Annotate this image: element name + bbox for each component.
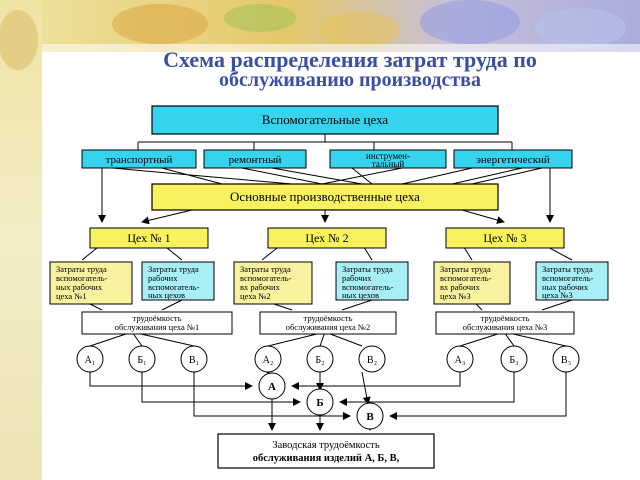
sidebar-decoration [0, 0, 42, 480]
aux-cost-3-line-3: ных рабочих [542, 282, 589, 292]
labor-distribution-diagram: Вспомогательные цеха транспортный ремонт… [49, 105, 609, 469]
shop-label-2: Цех № 2 [305, 231, 348, 245]
service-label-energy: энергетический [476, 154, 550, 166]
circle-b1 [128, 345, 156, 373]
small-circles [76, 345, 580, 373]
shop-label-3: Цех № 3 [483, 231, 526, 245]
circle-v2 [358, 345, 386, 373]
aux-cost-3-line-2: вспомогатель- [542, 273, 594, 283]
connectors [81, 134, 573, 431]
label-v2: В₂ [367, 355, 377, 366]
aux-cost-1-line-2: рабочих [148, 273, 178, 283]
workers-cost-2-line-3: вх рабочих [240, 282, 281, 292]
shop-box-3: Цех № 3 [445, 227, 565, 249]
main-shops-box: Основные производственные цеха [151, 183, 499, 211]
workers-cost-2-line-1: Затраты труда [240, 264, 291, 274]
aux-cost-3-line-1: Затраты труда [542, 264, 593, 274]
labor-box-1: трудоёмкость обслуживания цеха №1 [81, 311, 233, 335]
title-line-1: Схема распределения затрат труда по [163, 47, 537, 72]
workers-cost-1-line-3: ных рабочих [56, 282, 103, 292]
labor-1-line-1: трудоёмкость [133, 313, 182, 323]
label-a3: А₃ [455, 355, 466, 366]
aux-cost-2-line-2: рабочих [342, 273, 372, 283]
label-a2: А₂ [263, 355, 274, 366]
labor-3-line-1: трудоёмкость [481, 313, 530, 323]
shop-box-1: Цех № 1 [89, 227, 209, 249]
workers-cost-3-line-3: вх рабочих [440, 282, 481, 292]
service-label-repair: ремонтный [229, 154, 282, 166]
shop-box-2: Цех № 2 [267, 227, 387, 249]
product-label-v: В [366, 411, 374, 423]
circle-a3 [446, 345, 474, 373]
service-label-tool-1: инструмен- [366, 151, 410, 161]
service-box-transport: транспортный [81, 149, 197, 169]
workers-cost-box-2: Затраты труда вспомогатель- вх рабочих ц… [233, 261, 313, 305]
workers-cost-2-line-2: вспомогатель- [240, 273, 292, 283]
slide-title: Схема распределения затрат труда по обсл… [100, 47, 600, 91]
banner-art [0, 0, 640, 52]
workers-cost-3-line-2: вспомогатель- [440, 273, 492, 283]
workers-cost-1-line-1: Затраты труда [56, 264, 107, 274]
workers-cost-2-line-4: цеха №2 [240, 291, 271, 301]
circle-v3 [552, 345, 580, 373]
label-b1: Б₁ [137, 355, 146, 366]
label-v3: В₃ [561, 355, 571, 366]
circle-b2 [306, 345, 334, 373]
workers-cost-box-1: Затраты труда вспомогатель- ных рабочих … [49, 261, 133, 305]
aux-cost-2-line-3: вспомогатель- [342, 282, 394, 292]
label-a1: А₁ [85, 355, 96, 366]
label-b2: Б₂ [315, 355, 324, 366]
product-circle-a: А [258, 372, 286, 400]
product-circle-b: Б [306, 388, 334, 416]
main-shops-label: Основные производственные цеха [230, 189, 420, 204]
labor-2-line-1: трудоёмкость [304, 313, 353, 323]
product-label-b: Б [316, 397, 323, 409]
labor-box-3: трудоёмкость обслуживания цеха №3 [435, 311, 575, 335]
workers-cost-1-line-2: вспомогатель- [56, 273, 108, 283]
small-circle-labels: А₁ Б₁ В₁ А₂ Б₂ В₂ А₃ Б₃ В₃ [85, 355, 571, 366]
service-box-energy: энергетический [453, 149, 573, 169]
service-label-transport: транспортный [106, 154, 173, 166]
workers-cost-box-3: Затраты труда вспомогатель- вх рабочих ц… [433, 261, 511, 305]
aux-shops-box: Вспомогательные цеха [151, 105, 499, 135]
workers-cost-1-line-4: цеха №1 [56, 291, 87, 301]
factory-line-1: Заводская трудоёмкость [272, 440, 379, 451]
product-label-a: А [268, 381, 276, 393]
sidebar-art [0, 0, 42, 480]
factory-line-2: обслуживания изделий А, Б, В, [253, 453, 400, 464]
service-box-repair: ремонтный [203, 149, 307, 169]
labor-1-line-2: обслуживания цеха №1 [115, 322, 200, 332]
circle-v1 [180, 345, 208, 373]
circle-a2 [254, 345, 282, 373]
labor-3-line-2: обслуживания цеха №3 [463, 322, 548, 332]
header-banner [0, 0, 640, 52]
label-v1: В₁ [189, 355, 199, 366]
aux-cost-box-3: Затраты труда вспомогатель- ных рабочих … [535, 261, 609, 301]
service-label-tool-2: тальный [372, 159, 405, 169]
shop-label-1: Цех № 1 [127, 231, 170, 245]
title-line-2: обслуживанию производства [219, 69, 481, 91]
workers-cost-3-line-4: цеха №3 [440, 291, 471, 301]
aux-cost-2-line-1: Затраты труда [342, 264, 393, 274]
aux-cost-1-line-3: вспомогатель- [148, 282, 200, 292]
aux-cost-3-line-4: цеха №3 [542, 290, 573, 300]
workers-cost-3-line-1: Затраты труда [440, 264, 491, 274]
factory-labor-box: Заводская трудоёмкость обслуживания изде… [217, 433, 435, 469]
aux-cost-box-2: Затраты труда рабочих вспомогатель- ных … [335, 261, 409, 301]
product-circle-v: В [356, 402, 384, 430]
labor-2-line-2: обслуживания цеха №2 [286, 322, 371, 332]
aux-cost-1-line-1: Затраты труда [148, 264, 199, 274]
labor-box-2: трудоёмкость обслуживания цеха №2 [259, 311, 397, 335]
aux-shops-label: Вспомогательные цеха [262, 112, 389, 127]
circle-b3 [500, 345, 528, 373]
circle-a1 [76, 345, 104, 373]
aux-cost-box-1: Затраты труда рабочих вспомогатель- ных … [141, 261, 215, 301]
label-b3: Б₃ [509, 355, 518, 366]
aux-cost-1-line-4: ных цехов [148, 290, 185, 300]
aux-cost-2-line-4: ных цехов [342, 290, 379, 300]
service-box-tool: инструмен- тальный [329, 149, 447, 169]
